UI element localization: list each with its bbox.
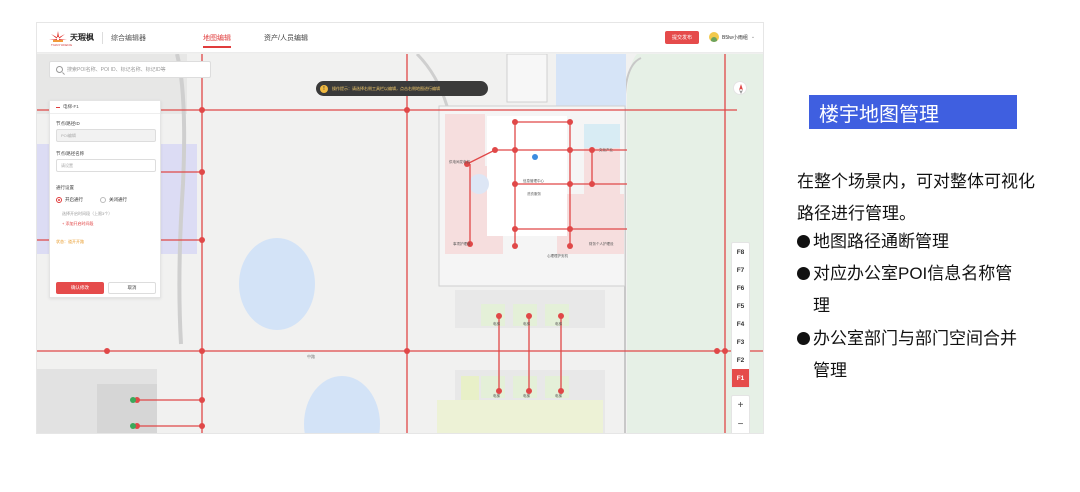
- bullet-item: 办公室部门与部门空间合并 管理: [797, 323, 1037, 387]
- search-input[interactable]: 搜索POI名称、POI ID、标记名称、标记ID等: [49, 61, 211, 78]
- node-name-label: 节点/路径名称: [56, 151, 85, 156]
- node-id-label: 节点/路径ID: [56, 121, 80, 126]
- tab-asset-edit[interactable]: 资产/人员编辑: [264, 35, 308, 42]
- bullet-text: 办公室部门与部门空间合并: [813, 329, 1017, 348]
- logo-text: 天瑕枫: [70, 33, 94, 42]
- node-name-field[interactable]: 请设置: [56, 159, 156, 172]
- section-title: 楼宇地图管理: [809, 95, 1017, 129]
- lightbulb-icon: !: [320, 84, 328, 93]
- status-text: 状态：道开开路: [56, 239, 84, 244]
- poi-label: 事项护理设: [453, 242, 471, 246]
- poi-label: 文化产业: [599, 148, 613, 152]
- node-id-field: POI编辑: [56, 129, 156, 142]
- app-name: 综合编辑器: [111, 34, 146, 42]
- room-label: 电梯: [523, 394, 530, 398]
- poi-label: 信息管理中心: [523, 179, 544, 183]
- poi-label: 供电间发电机: [449, 160, 470, 164]
- node-edit-panel: 电梯-F1 节点/路径ID POI编辑 节点/路径名称 请设置 通行设置 开启通…: [49, 100, 161, 298]
- active-tab-indicator: [203, 46, 231, 48]
- floor-f7[interactable]: F7: [736, 266, 745, 274]
- radio-close-label: 关闭通行: [109, 197, 127, 202]
- zoom-in-button[interactable]: +: [737, 400, 744, 411]
- floor-f8[interactable]: F8: [736, 248, 745, 256]
- floor-f5[interactable]: F5: [736, 302, 745, 310]
- publish-button[interactable]: 提交发布: [665, 31, 699, 44]
- room-label: 电梯: [523, 322, 530, 326]
- logo-icon: [49, 30, 67, 45]
- floor-f2[interactable]: F2: [736, 356, 745, 364]
- zoom-control: + −: [731, 395, 750, 433]
- section-description: 在整个场景内，可对整体可视化路径进行管理。: [797, 172, 1035, 223]
- road-label: 中路: [307, 354, 315, 359]
- logo-subtext: TIANYUFENG: [51, 43, 73, 47]
- radio-open-pass[interactable]: 开启通行: [56, 197, 83, 203]
- zoom-out-button[interactable]: −: [737, 419, 744, 430]
- search-placeholder: 搜索POI名称、POI ID、标记名称、标记ID等: [67, 67, 166, 73]
- bullet-icon: [797, 267, 810, 280]
- panel-title: 电梯-F1: [63, 104, 79, 109]
- poi-label: 洗衣服务: [527, 192, 541, 196]
- bullet-item: 地图路径通断管理: [797, 226, 1037, 258]
- radio-unchecked-icon: [100, 197, 106, 203]
- map-canvas[interactable]: 中路 供电间发电机 信息管理中心 洗衣服务 文化产业 事项护理设 心理理护安机 …: [37, 52, 763, 433]
- top-bar: 天瑕枫 TIANYUFENG 综合编辑器 地图编辑 资产/人员编辑 提交发布 B…: [37, 23, 763, 53]
- poi-label: 心理理护安机: [547, 254, 568, 258]
- pass-setting-label: 通行设置: [56, 185, 74, 190]
- user-name: B5lw小雨组: [722, 34, 748, 41]
- bullet-item: 对应办公室POI信息名称管 理: [797, 258, 1037, 322]
- radio-checked-icon: [56, 197, 62, 203]
- room-label: 电梯: [493, 322, 500, 326]
- bullet-icon: [797, 332, 810, 345]
- time-hint: 选择开启时间段（上限3个）: [62, 211, 113, 216]
- divider: [102, 31, 103, 44]
- floor-f6[interactable]: F6: [736, 284, 745, 292]
- radio-open-label: 开启通行: [65, 197, 83, 202]
- bullet-text-continued: 理: [813, 296, 830, 315]
- app-screenshot: 天瑕枫 TIANYUFENG 综合编辑器 地图编辑 资产/人员编辑 提交发布 B…: [36, 22, 764, 434]
- cancel-button[interactable]: 取消: [108, 282, 156, 294]
- floor-f3[interactable]: F3: [736, 338, 745, 346]
- chevron-down-icon: ⌄: [750, 34, 756, 40]
- tab-map-edit[interactable]: 地图编辑: [203, 35, 231, 42]
- floor-f4[interactable]: F4: [736, 320, 745, 328]
- panel-header: 电梯-F1: [50, 101, 160, 114]
- poi-label: 财务个人护理设: [589, 242, 614, 246]
- room-label: 电梯: [493, 394, 500, 398]
- toast-text: 操作提示：请选择右侧工具栏以编辑，点击右侧地图进行编辑: [332, 85, 440, 91]
- search-icon: [56, 66, 63, 73]
- user-menu[interactable]: B5lw小雨组 ⌄: [709, 32, 755, 42]
- floor-f1[interactable]: F1: [732, 369, 749, 387]
- radio-close-pass[interactable]: 关闭通行: [100, 197, 127, 203]
- avatar: [709, 32, 719, 42]
- operation-toast: ! 操作提示：请选择右侧工具栏以编辑，点击右侧地图进行编辑: [316, 81, 488, 96]
- add-time-link[interactable]: + 添加开启时间段: [62, 221, 94, 226]
- bullet-text-continued: 管理: [813, 361, 847, 380]
- compass-icon[interactable]: [733, 81, 747, 95]
- bullet-text: 地图路径通断管理: [813, 232, 949, 251]
- confirm-button[interactable]: 确认修改: [56, 282, 104, 294]
- logo: 天瑕枫: [49, 30, 94, 45]
- floor-selector: F8 F7 F6 F5 F4 F3 F2 F1: [731, 242, 750, 388]
- room-label: 电梯: [555, 322, 562, 326]
- bullet-text: 对应办公室POI信息名称管: [813, 264, 1013, 283]
- header-marker: [56, 106, 60, 108]
- room-label: 电梯: [555, 394, 562, 398]
- bullet-icon: [797, 235, 810, 248]
